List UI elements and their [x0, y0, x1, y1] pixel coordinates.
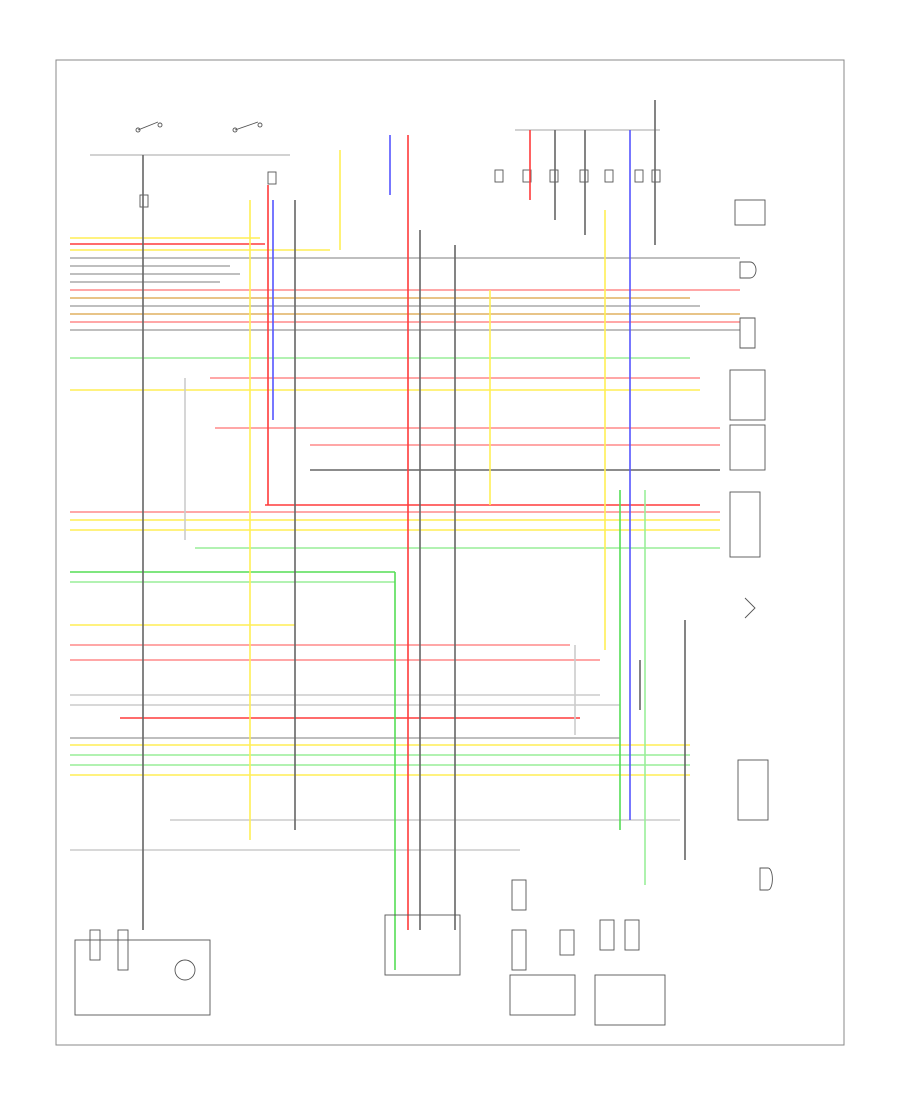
horizontal-wire-bundle	[70, 237, 740, 851]
sensor-component-3	[744, 597, 756, 619]
module-connector	[729, 491, 761, 558]
injector-connector-1	[729, 369, 766, 421]
vertical-wire-bundle	[142, 100, 686, 970]
top-connectors	[139, 169, 661, 208]
right-components	[729, 199, 773, 891]
switch-component-2	[737, 759, 769, 821]
bottom-center-connector	[384, 914, 461, 976]
switch-component-1	[734, 199, 766, 226]
sensor-component-1	[739, 261, 757, 279]
bottom-relay	[509, 974, 576, 1016]
diagram-frame	[55, 59, 845, 1046]
injector-connector-2	[729, 424, 766, 471]
ignition-switch	[135, 121, 263, 133]
sensor-component-4	[759, 867, 773, 891]
bottom-left-component	[74, 939, 211, 1016]
bottom-components	[74, 879, 666, 1026]
bottom-right-component	[594, 974, 666, 1026]
sensor-component-2	[739, 317, 756, 349]
